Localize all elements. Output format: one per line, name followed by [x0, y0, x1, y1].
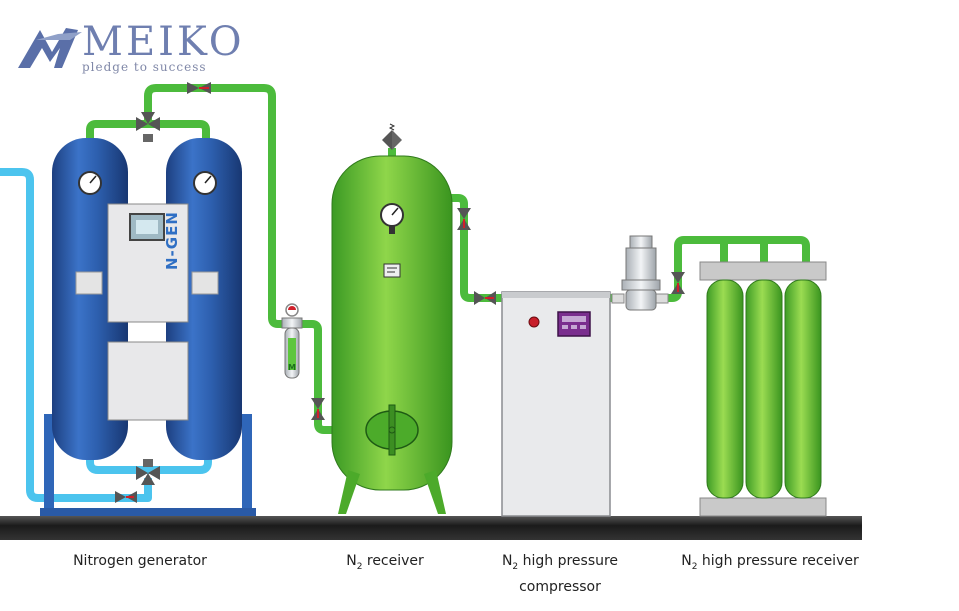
- pressure-gauge-icon: [78, 171, 102, 195]
- caption-text: Nitrogen generator: [73, 553, 207, 569]
- caption-suffix: receiver: [362, 553, 424, 569]
- caption-n2-hp-receiver: N2 high pressure receiver: [670, 551, 870, 577]
- valve-icon: [136, 459, 160, 485]
- generator-panel-label: N-GEN: [163, 211, 181, 270]
- caption-subscript: 2: [512, 561, 519, 572]
- pressure-gauge-icon: [193, 171, 217, 195]
- caption-subscript: 2: [691, 561, 698, 572]
- caption-prefix: N: [346, 553, 357, 569]
- logo-tagline: pledge to success: [82, 60, 207, 74]
- nitrogen-receiver-tank: [331, 123, 453, 514]
- high-pressure-receiver: [699, 261, 827, 517]
- floor: [0, 516, 862, 540]
- control-screen-icon: [557, 311, 591, 337]
- control-screen-icon: [129, 213, 165, 241]
- valve-icon: [311, 398, 325, 420]
- high-pressure-compressor: [501, 291, 611, 517]
- caption-nitrogen-generator: Nitrogen generator: [60, 551, 220, 571]
- generator-cabinet: [107, 341, 189, 421]
- valve-icon: [671, 272, 685, 294]
- caption-line2: compressor: [519, 578, 601, 595]
- gas-cylinder: [706, 279, 744, 499]
- gas-cylinder: [745, 279, 783, 499]
- valve-icon: [136, 112, 160, 142]
- gas-cylinder: [784, 279, 822, 499]
- valve-icon: [187, 82, 211, 94]
- high-pressure-filter: [611, 235, 669, 311]
- filter-mark: M: [288, 363, 296, 372]
- caption-suffix: high pressure receiver: [697, 553, 859, 569]
- logo-brand: MEIKO: [82, 19, 245, 65]
- caption-prefix: N: [681, 553, 692, 569]
- inline-filter: M: [281, 303, 303, 379]
- caption-subscript: 2: [356, 561, 363, 572]
- caption-suffix: high pressure: [518, 553, 619, 569]
- caption-n2-compressor: N2 high pressure compressor: [485, 551, 635, 597]
- caption-prefix: N: [501, 553, 513, 569]
- valve-icon: [457, 208, 471, 230]
- inlet-air-pipe: [0, 168, 212, 502]
- nitrogen-generator: [40, 138, 256, 516]
- meiko-logo-icon: [18, 28, 82, 68]
- caption-n2-receiver: N2 receiver: [320, 551, 450, 577]
- safety-valve-icon: [382, 123, 402, 150]
- pressure-gauge-icon: [380, 203, 404, 234]
- valve-icon: [474, 291, 496, 305]
- valve-icon: [115, 491, 137, 503]
